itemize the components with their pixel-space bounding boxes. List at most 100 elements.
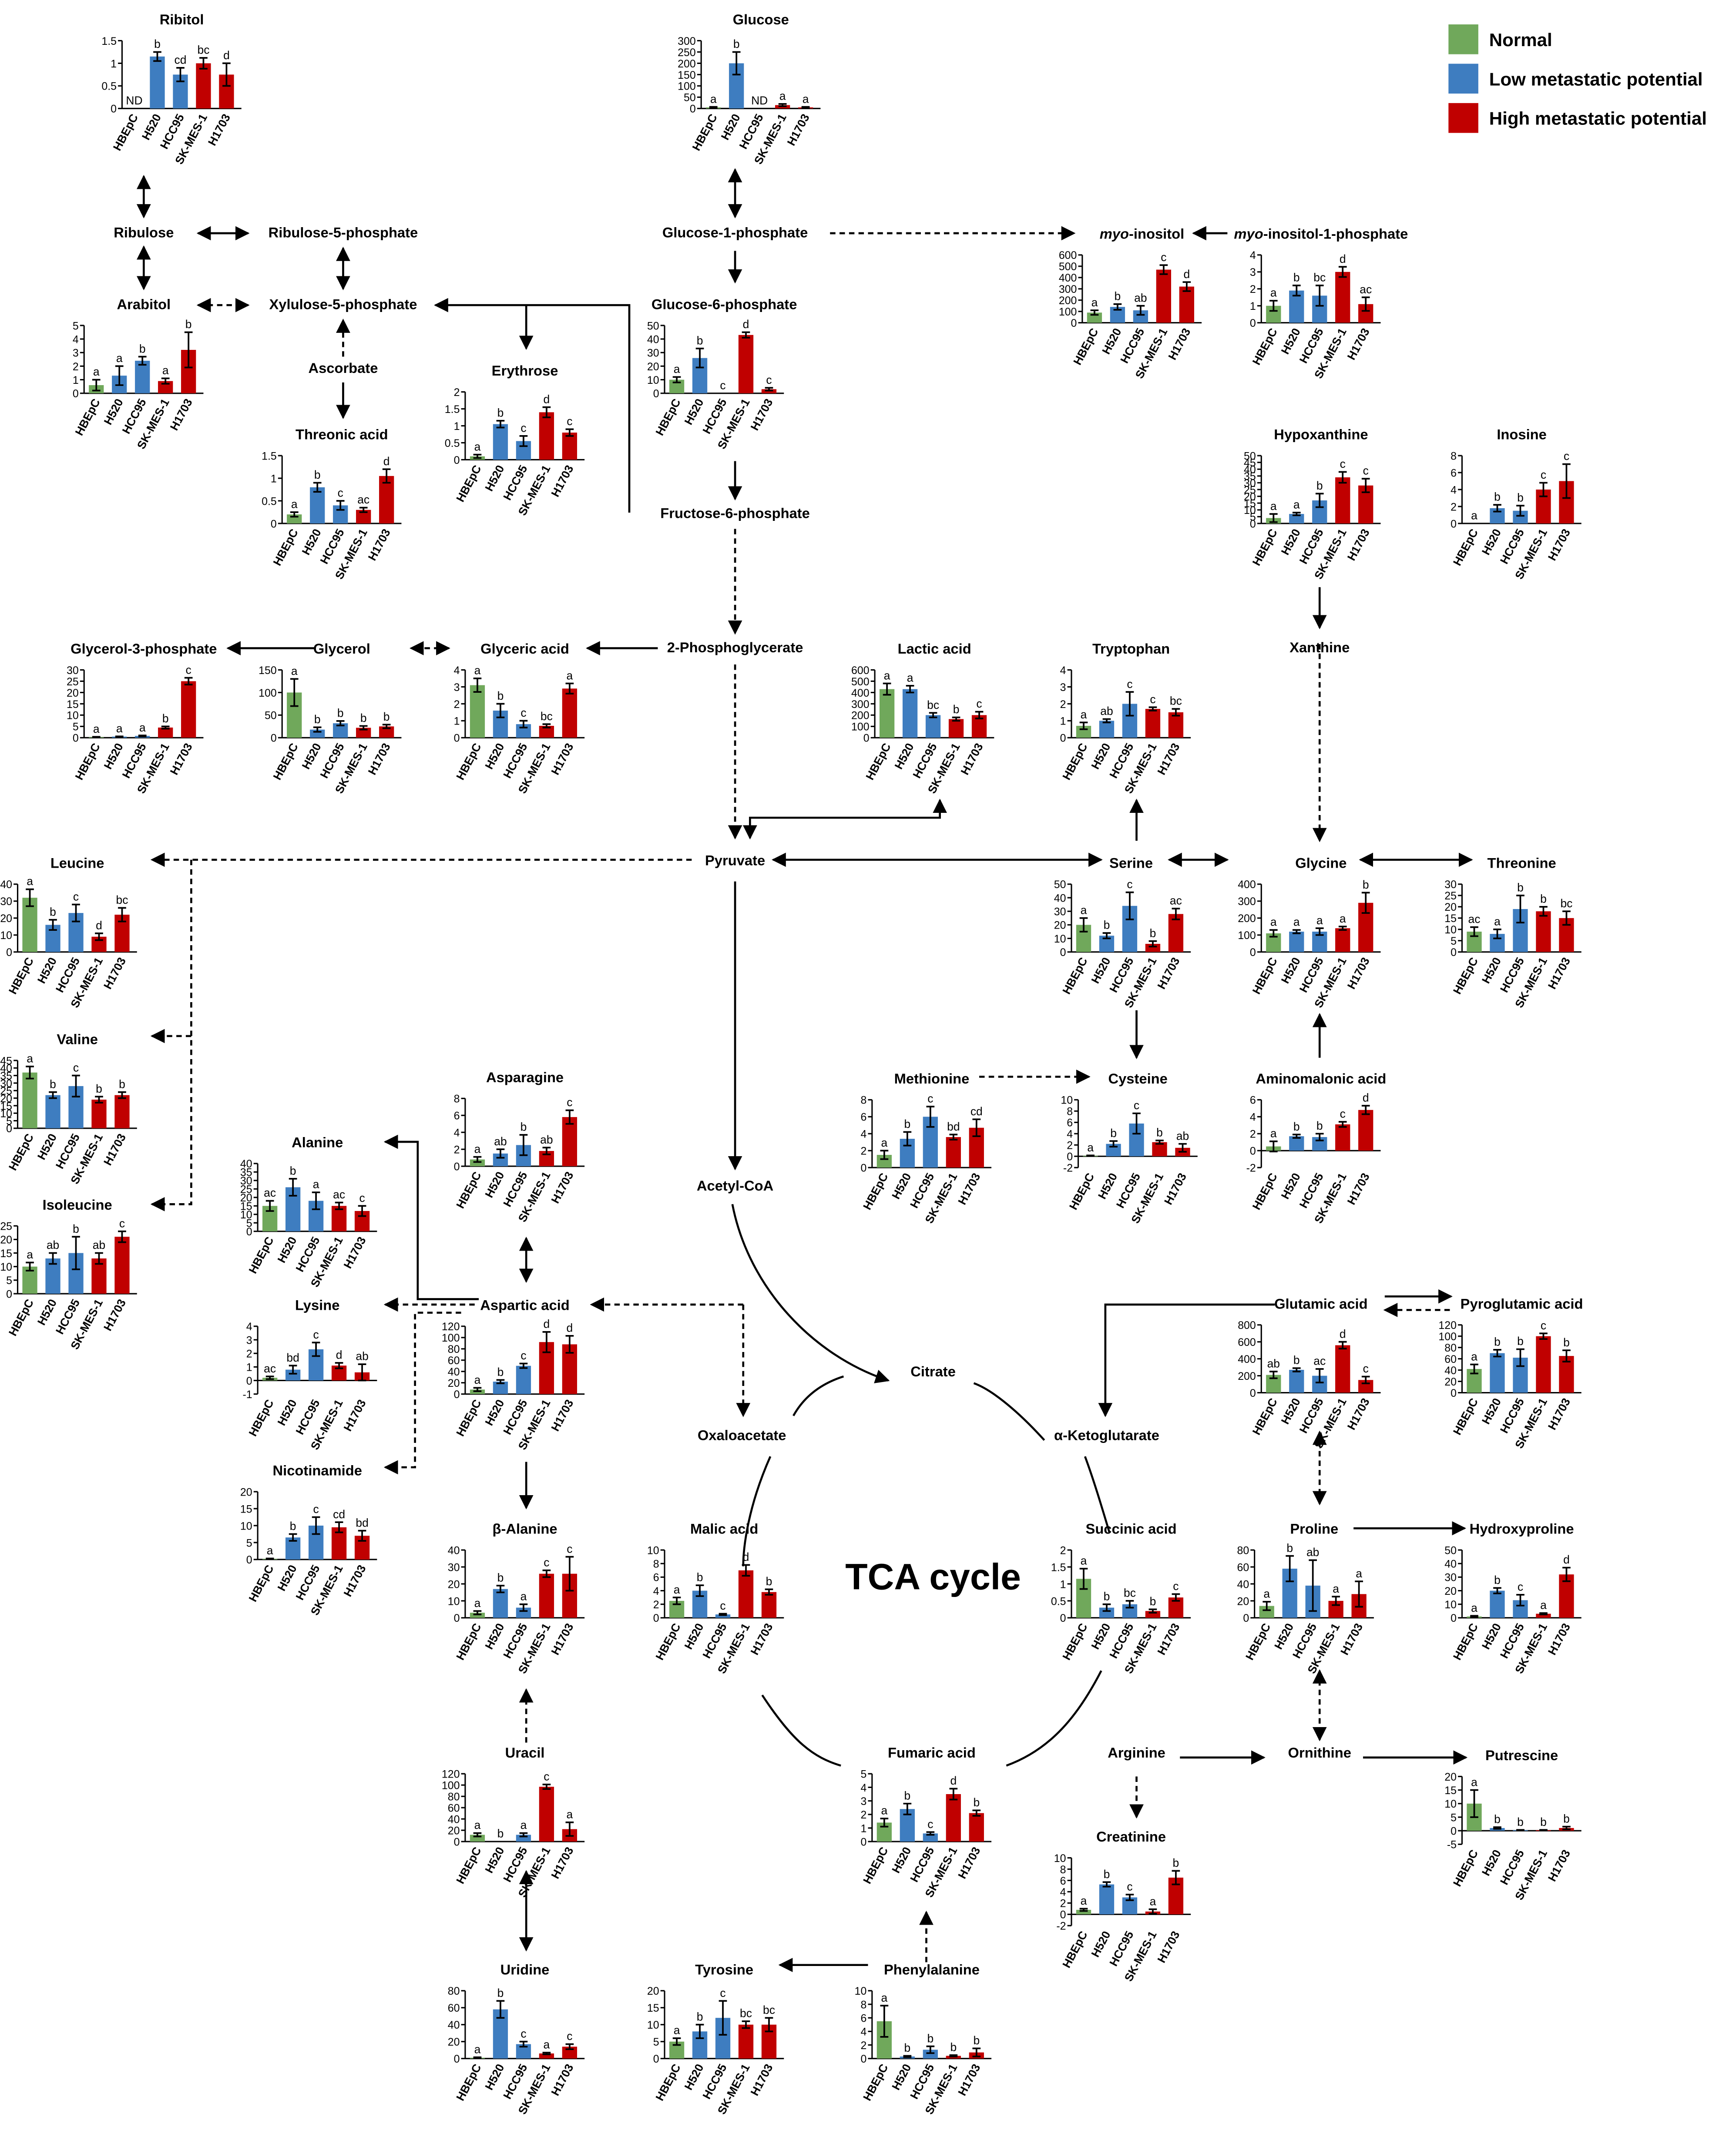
- bar-sk-mes-1: [946, 1794, 961, 1842]
- y-tick-label: 10: [855, 1985, 867, 1997]
- y-tick-label: 2: [1060, 698, 1066, 711]
- significance-letter: a: [93, 722, 100, 735]
- category-label: H1703: [1155, 955, 1182, 991]
- y-tick-label: 2: [861, 2040, 867, 2052]
- significance-letter: b: [360, 711, 367, 725]
- bar-h1703: [181, 681, 196, 738]
- bar-sk-mes-1: [1536, 911, 1551, 952]
- significance-letter: b: [50, 905, 56, 918]
- y-tick-label: 25: [1244, 484, 1256, 496]
- y-tick-label: 0: [454, 732, 460, 745]
- y-tick-label: 40: [1244, 464, 1256, 476]
- y-tick-label: 0: [454, 454, 460, 466]
- pathway-arrow: [150, 859, 192, 1211]
- chart-myo-inositol: myo-inositol0100200300400500600aHBEpCbH5…: [1059, 225, 1202, 381]
- significance-letter: ac: [1360, 283, 1372, 296]
- significance-letter: d: [383, 455, 390, 468]
- category-label: HBEpC: [860, 1845, 890, 1886]
- bar-h520: [493, 424, 508, 460]
- y-tick-label: 0: [454, 1612, 460, 1624]
- category-label: HBEpC: [1071, 326, 1101, 367]
- category-label: HBEpC: [6, 1131, 36, 1173]
- y-tick-label: 0: [1060, 1612, 1066, 1624]
- chart-title: Uracil: [505, 1744, 545, 1761]
- significance-letter: c: [1541, 1319, 1546, 1332]
- y-tick-label: 80: [448, 1985, 460, 1997]
- category-label: H520: [1279, 955, 1303, 986]
- chart-title: Inosine: [1497, 426, 1547, 443]
- significance-letter: a: [779, 90, 786, 103]
- y-tick-label: 5: [246, 1537, 252, 1549]
- significance-letter: c: [1564, 450, 1569, 463]
- y-tick-label: 0: [861, 1162, 867, 1174]
- category-label: HBEpC: [653, 1621, 683, 1662]
- significance-letter: a: [1270, 1127, 1277, 1140]
- y-tick-label: 30: [1444, 1572, 1457, 1584]
- y-tick-label: 0: [1071, 317, 1077, 329]
- chart-title: Asparagine: [486, 1069, 564, 1085]
- chart-title: Lysine: [295, 1297, 339, 1313]
- y-tick-label: 0: [246, 1226, 252, 1238]
- y-tick-label: 0: [653, 388, 659, 400]
- y-tick-label: 0: [1060, 946, 1066, 959]
- y-tick-label: 40: [448, 2019, 460, 2031]
- chart-title: Glutamic acid: [1274, 1295, 1368, 1312]
- chart-glutamic-acid: Glutamic acid0200400600800abHBEpCbH520ac…: [1238, 1295, 1381, 1451]
- significance-letter: a: [313, 1178, 319, 1191]
- chart-title: Glycerol-3-phosphate: [71, 641, 217, 657]
- y-tick-label: 6: [1451, 467, 1457, 479]
- category-label: HBEpC: [1060, 1621, 1090, 1662]
- category-label: HBEpC: [6, 955, 36, 996]
- category-label: H520: [1279, 527, 1303, 557]
- category-label: H1703: [341, 1235, 369, 1271]
- chart-isoleucine: Isoleucine0510152025aHBEpCabH520bHCC95ab…: [0, 1197, 137, 1352]
- category-label: HBEpC: [453, 1621, 484, 1662]
- category-label: H1703: [1338, 1621, 1365, 1657]
- y-tick-label: 4: [246, 1321, 252, 1333]
- y-tick-label: -2: [1056, 1920, 1066, 1932]
- bar-hcc95: [516, 1365, 531, 1394]
- pathway-arrow: [434, 298, 631, 513]
- y-tick-label: 15: [647, 2002, 659, 2014]
- bar-sk-mes-1: [1156, 269, 1172, 323]
- y-tick-label: 15: [0, 1100, 12, 1112]
- significance-letter: c: [73, 1061, 79, 1074]
- y-tick-label: 3: [454, 681, 460, 694]
- pathway-arrow: [383, 1134, 479, 1300]
- y-tick-label: 0: [653, 1612, 659, 1624]
- y-tick-label: 20: [448, 2036, 460, 2048]
- y-tick-label: 45: [0, 1055, 12, 1067]
- category-label: HBEpC: [453, 1397, 484, 1439]
- y-tick-label: 4: [861, 2026, 867, 2038]
- significance-letter: b: [1517, 1815, 1524, 1828]
- node-ornithine: Ornithine: [1288, 1744, 1351, 1761]
- y-tick-label: 120: [1438, 1319, 1457, 1332]
- category-label: H1703: [366, 741, 393, 777]
- chart-threonine: Threonine051015202530acHBEpCaH520bHCC95b…: [1444, 855, 1582, 1010]
- significance-letter: a: [474, 664, 481, 677]
- chart-glucose: Glucose050100150200250300aHBEpCbH520NDHC…: [678, 11, 821, 167]
- significance-letter: b: [1286, 1541, 1293, 1554]
- bar-h520: [45, 1095, 60, 1128]
- y-tick-label: 1: [73, 374, 79, 386]
- significance-letter: c: [359, 1191, 365, 1204]
- category-label: H520: [1272, 1621, 1296, 1651]
- chart-nicotinamide: Nicotinamide05101520aHBEpCbH520cHCC95cdS…: [240, 1463, 377, 1617]
- category-label: HBEpC: [1451, 955, 1481, 996]
- y-tick-label: 80: [448, 1343, 460, 1355]
- bar-sk-mes-1: [1536, 1336, 1551, 1393]
- significance-letter: ab: [93, 1238, 105, 1251]
- chart-title: myo-inositol: [1100, 225, 1185, 242]
- y-tick-label: 0: [454, 1836, 460, 1848]
- bar-sk-mes-1: [1536, 1614, 1551, 1618]
- y-tick-label: 15: [1444, 1785, 1457, 1797]
- y-tick-label: 0: [1250, 518, 1256, 530]
- category-label: H1703: [101, 1297, 128, 1333]
- node-pyruvate: Pyruvate: [705, 852, 765, 868]
- y-tick-label: -2: [1063, 1162, 1073, 1174]
- y-tick-label: 20: [647, 361, 659, 373]
- significance-letter: a: [881, 1991, 888, 2004]
- y-tick-label: 10: [0, 1108, 12, 1120]
- significance-letter: b: [290, 1520, 296, 1533]
